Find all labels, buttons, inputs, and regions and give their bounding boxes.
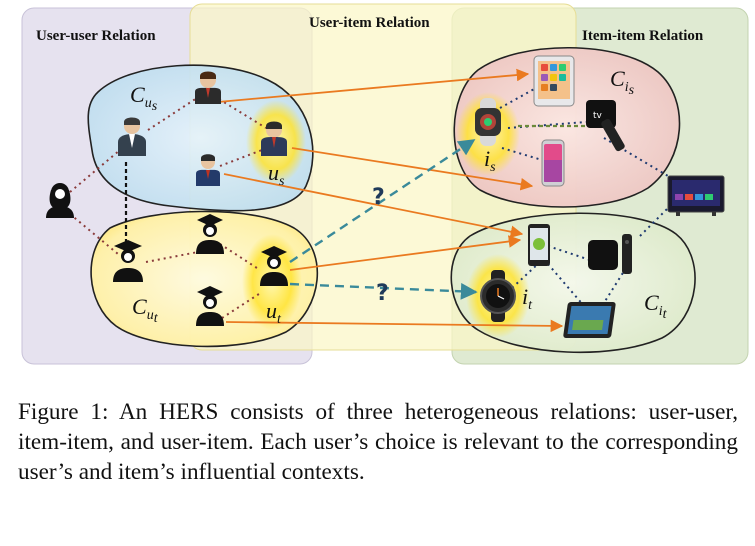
item-context-s [453,47,681,208]
interaction-arrows [217,68,564,333]
user-graduate-woman-icon [113,240,143,282]
tablet-android-icon [563,302,616,338]
context-label-is: Cis [610,66,635,98]
unknown-link-question-2: ? [376,281,389,306]
unknown-links [289,138,478,300]
context-label-ut: Cut [132,294,159,326]
user-graduate-bottom-icon [196,286,224,326]
user-graduate-top-icon [196,214,224,254]
context-label-it: Cit [644,290,668,322]
user-businessman-icon [118,117,146,156]
smartwatch-is-icon [475,98,501,146]
context-label-us: Cus [130,82,158,114]
node-label-it: it [522,284,533,313]
android-phone-icon [528,224,550,266]
item-item-title: Item-item Relation [582,28,704,44]
user-ut-icon [260,246,288,286]
apple-tv-box-icon: tv [586,100,625,152]
smartphone-iphone-icon [541,139,565,187]
user-businessman-top-icon [195,71,221,104]
user-user-title: User-user Relation [36,28,156,44]
smart-tv-icon [667,175,725,216]
tablet-ipad-icon [533,55,575,107]
user-context-s [87,64,314,212]
node-label-us: us [268,160,285,189]
user-us-icon [261,121,287,156]
user-item-title: User-item Relation [309,15,430,31]
user-businessman-low-icon [196,154,220,186]
social-links [69,95,267,319]
unknown-link-question-1: ? [372,185,385,210]
node-label-ut: ut [266,298,282,327]
user-woman-icon [46,183,74,218]
tv-box-remote-icon [588,234,632,274]
smartwatch-it-icon [480,270,516,322]
hers-diagram: User-user Relation User-item Relation It… [21,3,749,365]
svg-text:tv: tv [593,111,603,121]
figure-caption: Figure 1: An HERS consists of three hete… [18,399,738,485]
node-label-is: is [484,146,496,175]
